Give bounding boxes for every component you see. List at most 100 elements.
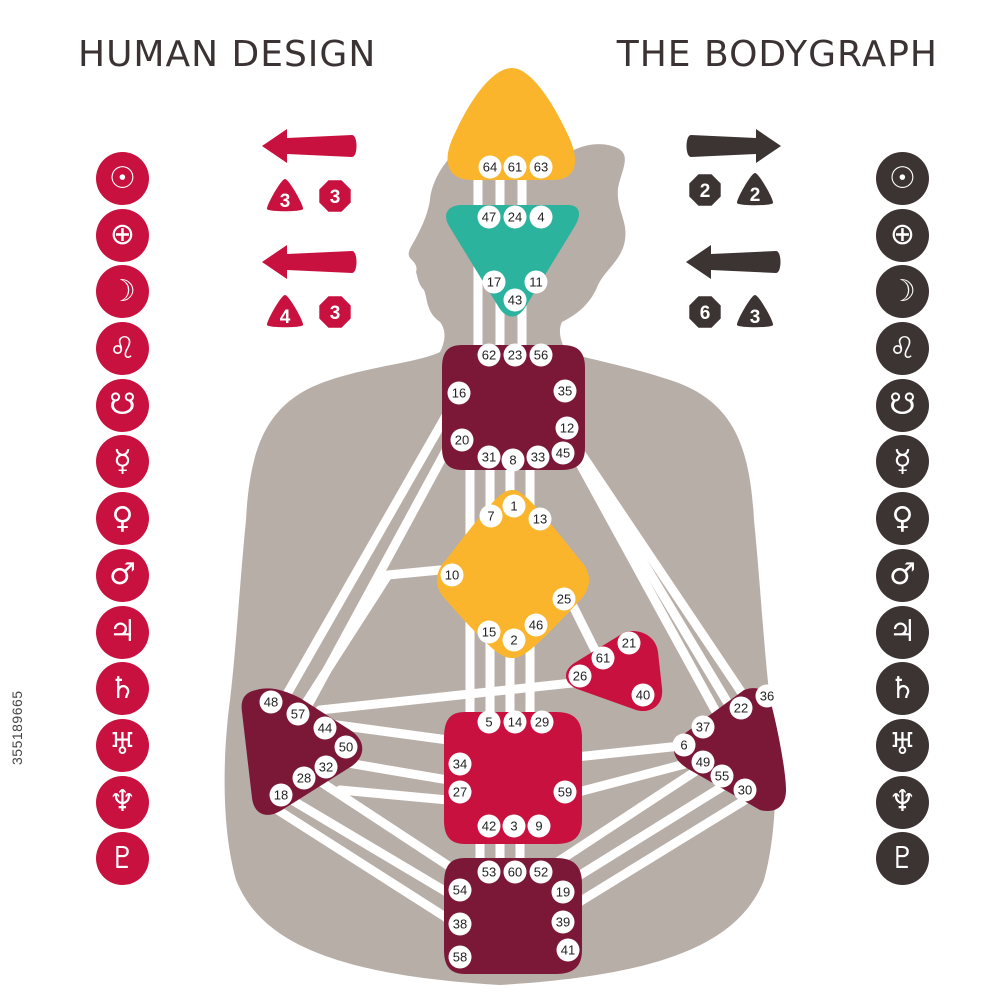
gate-circle [502,814,526,838]
gate-label: 52 [534,865,548,880]
gate-label: 57 [291,707,305,722]
channel-line [290,570,393,725]
gate-label: 11 [529,275,543,290]
gate-circle [691,750,715,774]
center-root [444,858,582,974]
gate-circle [478,155,502,179]
center-g-center [437,490,589,658]
gate-circle [527,814,551,838]
gate-circle [313,716,337,740]
octagon-badge-icon [319,180,351,212]
gate-circle [477,620,501,644]
badge-value: 2 [700,181,711,202]
title-the-bodygraph: THE BODYGRAPH [616,34,938,75]
gate-label: 50 [339,740,353,755]
personality-mercury-icon: ☿ [876,435,929,489]
channel-line [545,795,750,925]
gate-label: 60 [508,865,522,880]
gate-label: 34 [453,757,467,772]
gate-circle [450,428,474,452]
octagon-badge-icon [319,296,351,328]
gate-label: 29 [535,715,549,730]
gate-label: 41 [561,943,575,958]
design-pluto-icon: ♇ [96,832,149,886]
gate-circle [479,504,503,528]
personality-jupiter-icon: ♃ [876,605,929,659]
gate-label: 63 [534,160,548,175]
gate-label: 42 [482,819,496,834]
gate-circle [568,664,592,688]
gate-label: 32 [319,760,333,775]
triangle-badge-icon [266,295,304,328]
personality-venus-icon: ♀ [876,492,929,546]
gate-label: 3 [510,819,517,834]
gate-circle [551,441,575,465]
gate-circle [733,778,757,802]
gate-circle [259,690,283,714]
gate-label: 18 [274,788,288,803]
gate-label: 13 [533,512,547,527]
channel-line [290,760,475,885]
gate-label: 54 [453,883,467,898]
gate-label: 37 [696,720,710,735]
gate-circle [448,912,472,936]
gate-label: 48 [264,695,278,710]
gate-circle [729,696,753,720]
gate-label: 61 [596,651,610,666]
channel-line [383,565,445,580]
gate-circle [448,945,472,969]
gate-label: 6 [680,738,687,753]
gate-circle [617,631,641,655]
gate-label: 15 [482,625,496,640]
gate-circle [710,764,734,788]
design-north-node-icon: ♌ [96,322,149,376]
design-moon-icon: ☽ [96,265,149,319]
arrow-left-icon [686,245,781,279]
gate-label: 53 [482,865,496,880]
arrow-right-icon [686,129,781,163]
gate-label: 14 [508,715,522,730]
gate-label: 5 [485,715,492,730]
gate-label: 46 [529,618,543,633]
center-head [447,68,576,180]
gate-label: 31 [482,450,496,465]
center-sacral [444,712,582,844]
gate-label: 28 [297,771,311,786]
gate-circle [503,288,527,312]
gate-circle [501,448,525,472]
badge-value: 6 [700,303,711,324]
gate-label: 62 [482,348,496,363]
gate-label: 39 [556,915,570,930]
gate-circle [755,684,779,708]
gate-circle [448,752,472,776]
gate-label: 43 [508,293,522,308]
gate-label: 40 [636,688,650,703]
gate-label: 55 [715,769,729,784]
gate-circle [529,343,553,367]
personality-earth-icon: ⊕ [876,208,929,262]
design-sun-icon: ☉ [96,152,149,205]
gate-circle [524,613,548,637]
gate-label: 8 [509,453,516,468]
gate-label: 59 [558,785,572,800]
gate-circle [502,494,526,518]
design-saturn-icon: ♄ [96,662,149,716]
triangle-badge-icon [736,295,774,328]
gate-circle [477,814,501,838]
gate-circle [526,445,550,469]
gate-circle [555,416,579,440]
gate-circle [503,343,527,367]
gate-circle [477,445,501,469]
gate-circle [551,910,575,934]
channel-line [270,785,465,905]
badge-value: 4 [280,307,291,328]
personality-pluto-icon: ♇ [876,832,929,886]
gate-label: 58 [453,950,467,965]
gate-circle [447,381,471,405]
gate-circle [503,205,527,229]
gate-label: 56 [534,348,548,363]
